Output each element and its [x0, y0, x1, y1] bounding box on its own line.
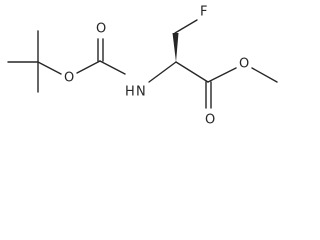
ester-carbonyl-oxygen-label: O [205, 113, 215, 128]
bond-ester-oxygen-to-methyl [251, 67, 278, 83]
bond-nitrogen-to-alpha-carbon [148, 61, 177, 83]
bond-tbu-to-oxygen [37, 61, 62, 75]
bond-ch2-to-fluorine [174, 19, 198, 34]
bond-alpha-to-ester-carbonyl [175, 61, 209, 83]
ester-oxygen-label: O [239, 57, 249, 72]
bond-boc-carbonyl-to-nitrogen [99, 60, 126, 75]
bond-ester-carbonyl-to-oxygen [207, 67, 237, 83]
boc-carbonyl-oxygen-label: O [96, 22, 106, 37]
chemical-structure: F O O O O H N [7, 5, 278, 128]
amide-hydrogen-label: H [125, 85, 135, 100]
amide-nitrogen-label: N [136, 85, 146, 100]
fluorine-label: F [200, 5, 207, 20]
boc-ether-oxygen-label: O [64, 71, 74, 86]
bond-oxygen-to-boc-carbonyl [76, 60, 101, 74]
wedge-bond-alpha-to-ch2 [172, 33, 179, 62]
